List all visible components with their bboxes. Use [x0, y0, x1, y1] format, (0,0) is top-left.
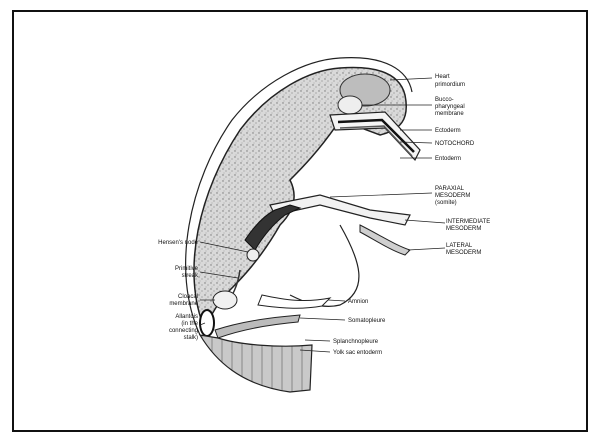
label-lateral-1: LATERAL	[446, 243, 473, 249]
label-primitive-2: streak	[182, 273, 199, 279]
label-amnion: Amnion	[348, 299, 368, 305]
label-allantois-1: Allantois	[175, 314, 198, 320]
label-primitive-1: Primitive	[175, 266, 199, 272]
label-lateral-2: MESODERM	[446, 250, 481, 256]
label-heart-primordium-2: primordium	[435, 82, 465, 88]
cloacal-membrane	[213, 291, 237, 309]
label-yolk-sac: Yolk sac entoderm	[333, 350, 382, 356]
label-allantois-3: connecting	[169, 328, 198, 334]
label-intermediate-2: MESODERM	[446, 226, 481, 232]
label-splanchnopleure: Splanchnopleure	[333, 339, 379, 345]
hensens-node	[247, 249, 259, 261]
label-hensens-node: Hensen's node	[158, 240, 199, 246]
yolk-sac	[200, 335, 312, 392]
trunk-section-cavity	[290, 225, 359, 306]
buccopharyngeal-membrane	[338, 96, 362, 114]
label-ectoderm: Ectoderm	[435, 128, 461, 134]
label-allantois-2: (in the	[181, 321, 198, 327]
label-allantois-4: stalk)	[184, 335, 198, 341]
lateral-fold	[360, 225, 410, 255]
label-intermediate-1: INTERMEDIATE	[446, 219, 490, 225]
label-entoderm: Entoderm	[435, 156, 461, 162]
label-notochord: NOTOCHORD	[435, 141, 475, 147]
label-cloacal-2: membrane	[169, 301, 198, 307]
somatopleure-band	[215, 315, 300, 338]
label-cloacal-1: Cloacal	[178, 294, 198, 300]
allantois	[200, 310, 214, 336]
label-paraxial-2: MESODERM	[435, 193, 470, 199]
label-somatopleure: Somatopleure	[348, 318, 386, 324]
label-bucco-1: Bucco-	[435, 97, 454, 103]
label-paraxial-1: PARAXIAL	[435, 186, 465, 192]
label-paraxial-3: (somite)	[435, 200, 457, 206]
label-bucco-3: membrane	[435, 111, 464, 117]
label-bucco-2: pharyngeal	[435, 104, 465, 110]
label-heart-primordium-1: Heart	[435, 74, 450, 80]
